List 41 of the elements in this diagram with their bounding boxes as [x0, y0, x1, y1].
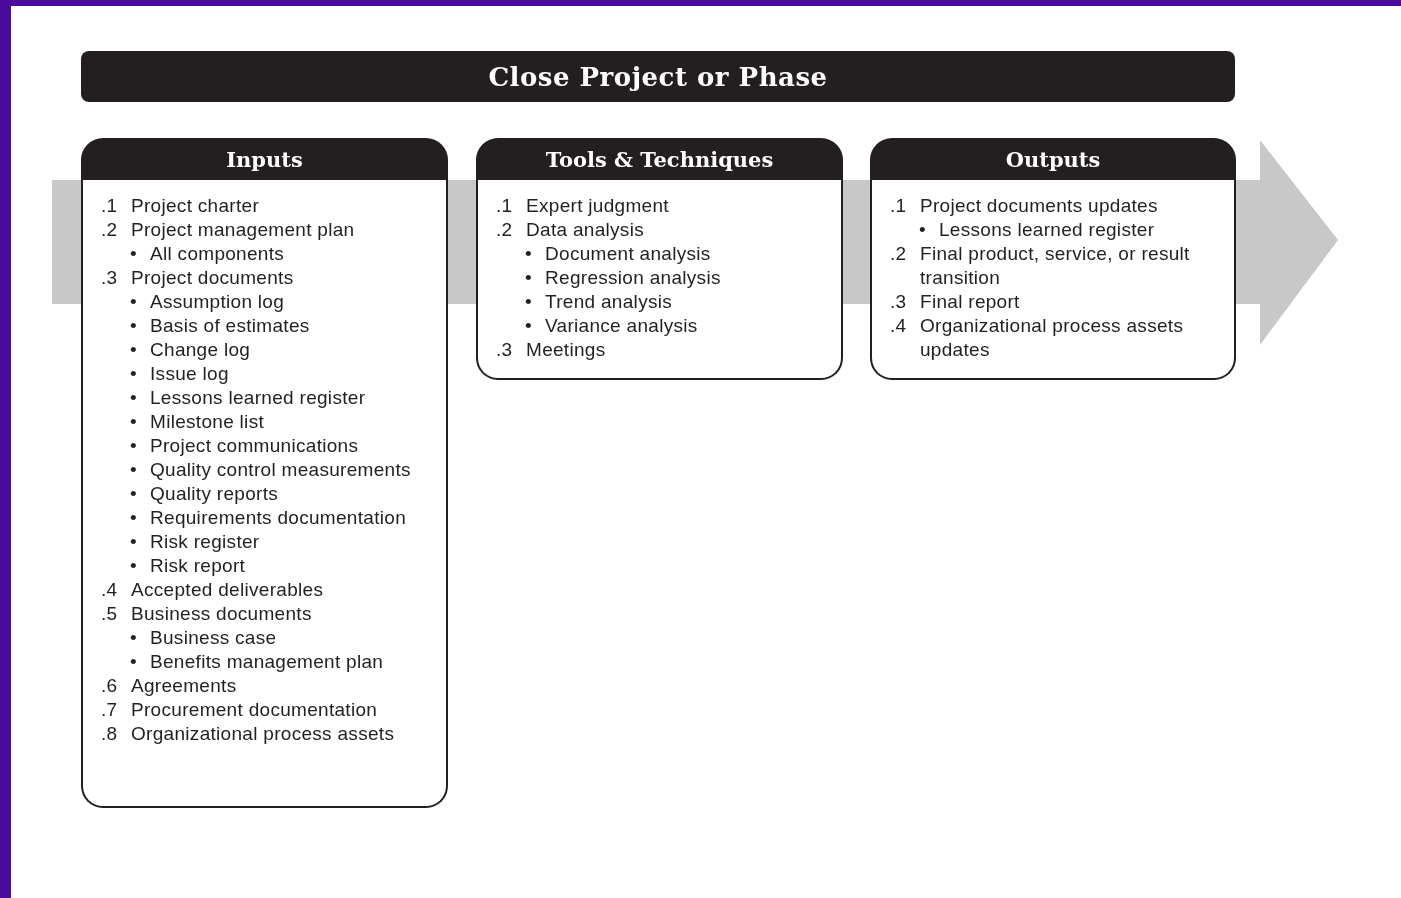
column-header: Outputs [870, 138, 1236, 180]
bullet-item: • Lessons learned register [918, 218, 1156, 242]
bullet-item: • Basis of estimates [129, 314, 311, 338]
numbered-item: .7 Procurement documentation [101, 698, 379, 722]
numbered-item: .5 Business documents [101, 602, 313, 626]
bullet-item: • Risk report [129, 554, 247, 578]
numbered-item: .6 Agreements [101, 674, 238, 698]
numbered-item: .4 Organizational process assets updates [890, 314, 1185, 362]
bullet-item: • Risk register [129, 530, 261, 554]
bullet-item: • Quality reports [129, 482, 280, 506]
numbered-item: .1 Project documents updates [890, 194, 1159, 218]
bullet-item: • Lessons learned register [129, 386, 367, 410]
bullet-item: • Trend analysis [524, 290, 674, 314]
numbered-item: .2 Data analysis [496, 218, 645, 242]
bullet-item: • Variance analysis [524, 314, 699, 338]
bullet-item: • Issue log [129, 362, 230, 386]
list-card [476, 138, 843, 380]
bullet-item: • Quality control measurements [129, 458, 412, 482]
title-bar: Close Project or Phase [81, 51, 1235, 102]
bullet-item: • All components [129, 242, 286, 266]
numbered-item: .2 Final product, service, or result transition [890, 242, 1191, 290]
bullet-item: • Regression analysis [524, 266, 722, 290]
numbered-item: .2 Project management plan [101, 218, 356, 242]
bullet-item: • Business case [129, 626, 278, 650]
numbered-item: .4 Accepted deliverables [101, 578, 325, 602]
numbered-item: .3 Final report [890, 290, 1021, 314]
numbered-item: .1 Expert judgment [496, 194, 670, 218]
bullet-item: • Change log [129, 338, 252, 362]
list-card [870, 138, 1236, 380]
column-header: Tools & Techniques [476, 138, 843, 180]
bullet-item: • Benefits management plan [129, 650, 385, 674]
numbered-item: .3 Meetings [496, 338, 607, 362]
numbered-item: .3 Project documents [101, 266, 295, 290]
column-header: Inputs [81, 138, 448, 180]
bullet-item: • Document analysis [524, 242, 712, 266]
bullet-item: • Milestone list [129, 410, 266, 434]
bullet-item: • Requirements documentation [129, 506, 407, 530]
bullet-item: • Project communications [129, 434, 360, 458]
bullet-item: • Assumption log [129, 290, 286, 314]
numbered-item: .1 Project charter [101, 194, 261, 218]
numbered-item: .8 Organizational process assets [101, 722, 396, 746]
